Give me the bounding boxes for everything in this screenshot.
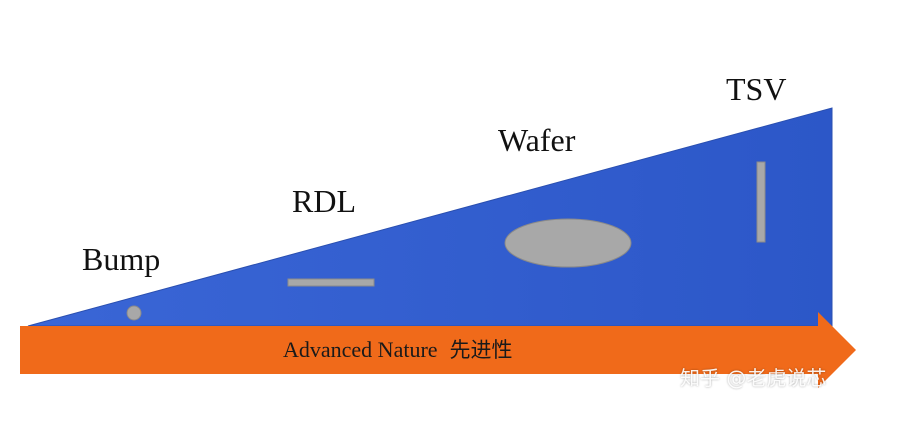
advanced-nature-arrow [20, 312, 856, 388]
wafer-label: Wafer [498, 122, 576, 158]
tsv-shape [756, 161, 766, 243]
tsv-label: TSV [726, 71, 787, 107]
advancement-wedge [27, 107, 833, 327]
wafer-shape [504, 218, 632, 268]
rdl-label: RDL [292, 183, 356, 219]
bump-label: Bump [82, 241, 161, 277]
bump-shape [126, 305, 142, 321]
watermark: 知乎 @老虎说芯 [680, 366, 827, 390]
rdl-shape [287, 278, 375, 287]
arrow-label-en: Advanced Nature [283, 337, 438, 362]
arrow-label-cn: 先进性 [449, 338, 513, 362]
arrow-label: Advanced Nature 先进性 [283, 339, 513, 361]
